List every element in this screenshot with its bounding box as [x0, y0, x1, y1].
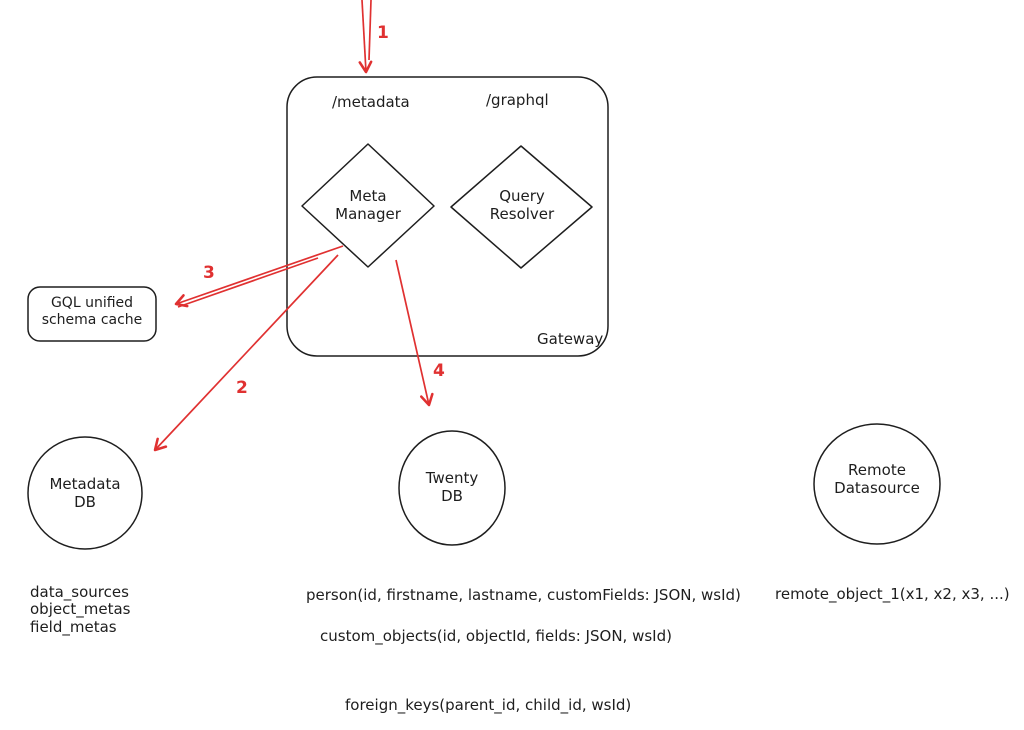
arrow-4-label: 4 [433, 361, 445, 381]
remote-datasource-label: Remote Datasource [834, 461, 920, 497]
metadata-db-circle [27, 436, 143, 550]
arrow-2-label: 2 [236, 378, 248, 398]
metadata-db-label: Metadata DB [49, 475, 121, 511]
arrow-2 [153, 254, 339, 452]
endpoint-graphql-label: /graphql [486, 91, 549, 109]
meta-manager-label: Meta Manager [335, 187, 401, 223]
arrow-3-second-line [177, 257, 319, 308]
meta-manager-diamond [301, 143, 435, 268]
twenty-db-label: Twenty DB [425, 469, 479, 505]
remote-datasource-circle [813, 423, 941, 545]
gateway-label: Gateway [537, 330, 604, 348]
arrow-3 [174, 245, 344, 308]
twenty-db-table-person: person(id, firstname, lastname, customFi… [306, 586, 741, 604]
twenty-db-table-foreign-keys: foreign_keys(parent_id, child_id, wsId) [345, 696, 632, 714]
arrow-1-label: 1 [377, 23, 389, 43]
arrow-4 [395, 259, 434, 407]
query-resolver-label: Query Resolver [489, 187, 555, 223]
query-resolver-diamond [450, 145, 593, 269]
arrow-1-double-line [368, 0, 372, 61]
remote-datasource-table: remote_object_1(x1, x2, x3, ...) [775, 585, 1010, 603]
twenty-db-circle [398, 430, 506, 546]
gateway-box [286, 76, 609, 357]
schema-cache-label: GQL unified schema cache [41, 295, 143, 328]
arrow-1 [358, 0, 373, 74]
twenty-db-table-custom-objects: custom_objects(id, objectId, fields: JSO… [320, 627, 672, 645]
schema-cache-box [27, 286, 157, 342]
metadata-db-tables: data_sources object_metas field_metas [30, 583, 131, 636]
endpoint-metadata-label: /metadata [332, 93, 410, 111]
arrow-3-label: 3 [203, 263, 215, 283]
